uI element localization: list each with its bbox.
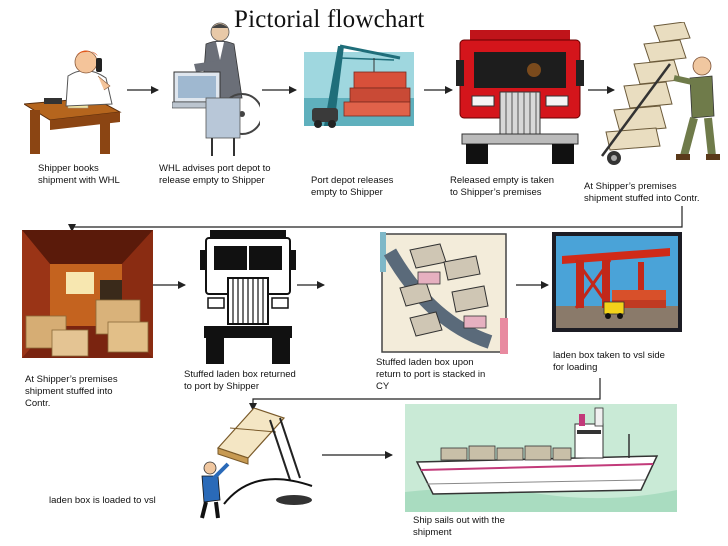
step-3-caption: Port depot releases empty to Shipper — [311, 175, 394, 198]
step-7-caption: Stuffed laden box returned to port by Sh… — [184, 369, 296, 392]
arrow-5-6 — [68, 206, 683, 232]
step-1-caption: Shipper books shipment with WHL — [38, 163, 120, 186]
port-depot-crane-icon — [304, 44, 414, 128]
arrow-9-10 — [249, 378, 601, 411]
loading-crane-icon — [200, 408, 313, 519]
container-interior-icon — [22, 230, 153, 358]
step-6-caption: At Shipper’s premises shipment stuffed i… — [25, 374, 118, 409]
step-5-caption: At Shipper’s premises shipment stuffed i… — [584, 181, 700, 204]
step-4-caption: Released empty is taken to Shipper’s pre… — [450, 175, 555, 198]
whl-computer-icon — [172, 22, 260, 156]
step-8-caption: Stuffed laden box upon return to port is… — [376, 357, 486, 392]
boxes-hand-truck-icon — [600, 22, 720, 165]
port-crane-icon — [552, 232, 682, 332]
step-11-caption: Ship sails out with the shipment — [413, 515, 505, 538]
step-10-caption: laden box is loaded to vsl — [49, 495, 156, 506]
shipper-phone-icon — [24, 50, 122, 154]
red-truck-icon — [456, 30, 584, 164]
container-ship-icon — [405, 404, 677, 512]
step-9-caption: laden box taken to vsl side for loading — [553, 350, 665, 373]
laden-truck-icon — [200, 230, 296, 364]
page-title: Pictorial flowchart — [234, 6, 425, 33]
step-2-caption: WHL advises port depot to release empty … — [159, 163, 271, 186]
container-yard-icon — [380, 232, 508, 354]
